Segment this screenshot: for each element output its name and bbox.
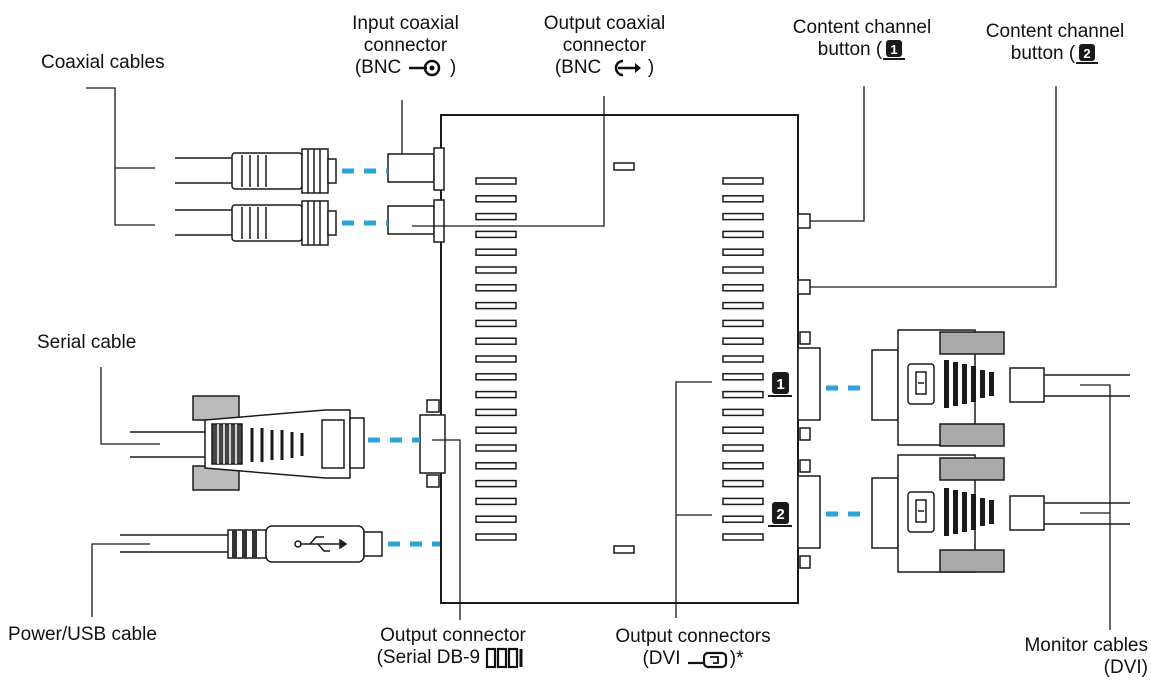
label-output-coaxial-connector: Output coaxial connector (BNC ): [543, 13, 666, 78]
dvi-cable-2: [871, 454, 1130, 573]
vent-slot: [475, 444, 517, 452]
vent-slot: [722, 212, 764, 221]
label-power-usb-cable: Power/USB cable: [8, 624, 157, 645]
svg-text:2: 2: [1084, 46, 1091, 61]
content-channel-button-2[interactable]: [797, 279, 811, 295]
port-badge-1: 1: [776, 376, 784, 393]
indicator-slot-bottom: [613, 545, 635, 554]
dvi-icon: [687, 651, 727, 669]
vent-slot: [722, 301, 764, 310]
label-output-serial-connector: Output connector (Serial DB-9: [348, 625, 558, 669]
indicator-slot-top: [613, 162, 635, 171]
vent-slot: [722, 533, 764, 541]
label-monitor-cables: Monitor cables (DVI): [1024, 635, 1148, 678]
vent-slot: [722, 426, 764, 434]
vent-slot: [722, 373, 764, 381]
usb-cable: [120, 525, 383, 563]
vent-slot: [722, 284, 764, 292]
vent-slot: [475, 408, 517, 417]
port-badge-2-shape: [768, 502, 792, 527]
port-badge-1-shape: [768, 372, 792, 397]
vent-slot: [475, 337, 517, 345]
serial-cable: [130, 395, 365, 491]
vent-slot: [475, 533, 517, 541]
vent-slot: [475, 515, 517, 523]
vent-slot: [722, 479, 764, 488]
label-output-dvi-connectors: Output connectors (DVI )*: [615, 626, 771, 670]
vent-slot: [475, 319, 517, 328]
vent-slot: [475, 462, 517, 470]
vent-slot: [722, 266, 764, 274]
connection-dashes: [342, 168, 870, 547]
bnc-output-icon: [614, 59, 641, 77]
channel-2-icon: 2: [1076, 44, 1099, 64]
vent-slot: [722, 390, 764, 399]
svg-text:1: 1: [891, 42, 898, 57]
vent-slot: [475, 212, 517, 221]
vent-slot: [475, 230, 517, 239]
label-serial-cable: Serial cable: [37, 332, 137, 353]
label-coaxial-cables: Coaxial cables: [41, 52, 165, 73]
serial-db9-icon: [486, 647, 523, 669]
vent-slot: [722, 408, 764, 417]
vent-slot: [722, 319, 764, 328]
coaxial-cable-2: [175, 200, 337, 246]
bnc-port-input: [387, 147, 445, 191]
label-content-channel-button-1: Content channel button ( 1: [792, 17, 932, 61]
usb-icon: [294, 536, 348, 552]
vent-slot: [722, 230, 764, 239]
label-content-channel-button-2: Content channel button ( 2: [985, 21, 1125, 65]
bnc-port-output: [387, 199, 445, 243]
vent-slot: [475, 284, 517, 292]
vent-slot: [475, 177, 517, 185]
vent-slot: [722, 195, 764, 203]
dvi-port-2: [797, 459, 821, 569]
vent-slot: [722, 444, 764, 452]
vent-slot: [475, 390, 517, 399]
vent-slot: [475, 248, 517, 256]
dvi-cable-1: [871, 329, 1130, 447]
content-channel-button-1[interactable]: [797, 213, 811, 229]
leader-lines: [86, 86, 1111, 630]
vent-slot: [475, 426, 517, 434]
vent-slot: [722, 177, 764, 185]
channel-1-icon: 1: [883, 40, 906, 60]
label-input-coaxial-connector: Input coaxial connector (BNC ): [352, 13, 459, 78]
port-badge-2: 2: [776, 506, 784, 523]
vent-slot: [475, 355, 517, 363]
vent-slot: [475, 479, 517, 488]
vent-slot: [475, 195, 517, 203]
vent-column-right: [722, 177, 764, 541]
vent-column-left: [475, 177, 517, 541]
vent-slot: [475, 266, 517, 274]
dvi-port-1: [797, 331, 821, 441]
vent-slot: [722, 355, 764, 363]
vent-slot: [475, 301, 517, 310]
vent-slot: [475, 497, 517, 506]
coaxial-cable-1: [175, 148, 337, 194]
vent-slot: [722, 515, 764, 523]
serial-port: [419, 399, 446, 488]
vent-slot: [722, 497, 764, 506]
vent-slot: [475, 373, 517, 381]
vent-slot: [722, 248, 764, 256]
bnc-input-icon: [408, 59, 440, 77]
vent-slot: [722, 462, 764, 470]
vent-slot: [722, 337, 764, 345]
